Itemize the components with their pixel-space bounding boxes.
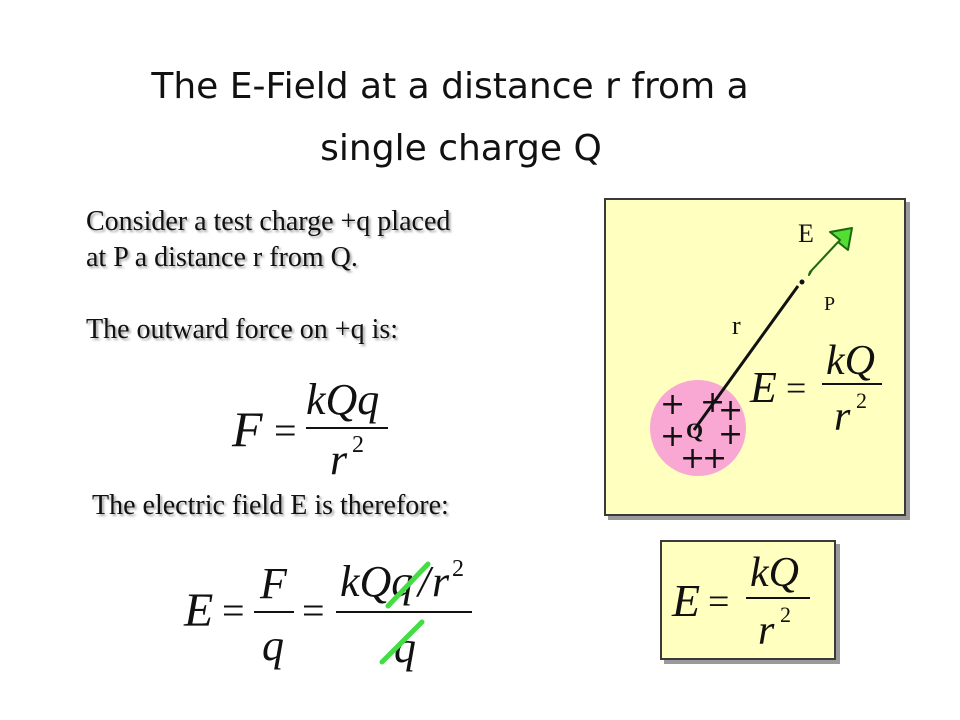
plus-sign: +	[660, 419, 685, 454]
distance-line	[692, 285, 800, 431]
consider-line-2: at P a distance r from Q.	[86, 242, 358, 273]
point-P	[799, 279, 805, 285]
plus-sign: +	[660, 387, 685, 422]
outward-force-text: The outward force on +q is:	[86, 314, 399, 345]
title-line-1: The E-Field at a distance r from a	[151, 66, 749, 107]
slide-title: The E-Field at a distance r from a singl…	[0, 56, 960, 180]
label-r: r	[732, 311, 741, 340]
strike-top	[385, 561, 431, 609]
inner-exponent-2: 2	[452, 556, 464, 582]
consider-line-1: Consider a test charge +q placed	[86, 206, 451, 237]
label-E: E	[798, 219, 814, 248]
plus-sign: +	[718, 393, 743, 428]
field-symbol: E	[183, 584, 213, 637]
field-derivation-formula: E = F q = kQq / r 2 q	[182, 556, 482, 680]
diagram-panel: + + + + + + + Q E P r E = kQ r 2	[604, 198, 906, 516]
strike-bottom	[379, 619, 425, 665]
result-equals-sign: =	[708, 581, 729, 623]
force-formula: F = kQq r 2	[228, 372, 398, 484]
plus-sign: +	[702, 441, 727, 476]
panel-numerator-kQ: kQ	[826, 338, 875, 384]
inner-r: r	[432, 557, 450, 606]
numerator-kQq: kQq	[306, 375, 379, 424]
denominator-q-1: q	[262, 621, 284, 670]
electric-field-text: The electric field E is therefore:	[92, 490, 449, 521]
panel-field-symbol: E	[749, 363, 777, 412]
panel-exponent-2: 2	[856, 388, 867, 413]
field-arrow-icon	[808, 227, 853, 276]
label-P: P	[824, 293, 835, 315]
exponent-2: 2	[352, 432, 364, 458]
result-field-symbol: E	[671, 575, 700, 626]
denominator-r: r	[330, 435, 348, 484]
equals-sign: =	[274, 408, 297, 453]
panel-denominator-r: r	[834, 394, 851, 440]
result-numerator-kQ: kQ	[750, 550, 799, 596]
consider-paragraph: Consider a test charge +q placed at P a …	[86, 204, 450, 276]
plus-sign: +	[718, 417, 743, 452]
charge-sphere	[650, 380, 746, 476]
equals-sign-2: =	[302, 588, 325, 633]
force-symbol: F	[231, 401, 263, 457]
panel-equals-sign: =	[786, 368, 806, 408]
result-box: E = kQ r 2	[660, 540, 836, 660]
plus-sign: +	[680, 441, 705, 476]
numerator-kQq: kQq	[340, 557, 413, 606]
result-exponent-2: 2	[780, 602, 791, 627]
numerator-F: F	[259, 559, 288, 608]
result-denominator-r: r	[758, 608, 775, 654]
equals-sign-1: =	[222, 588, 245, 633]
title-line-2: single charge Q	[320, 128, 602, 169]
